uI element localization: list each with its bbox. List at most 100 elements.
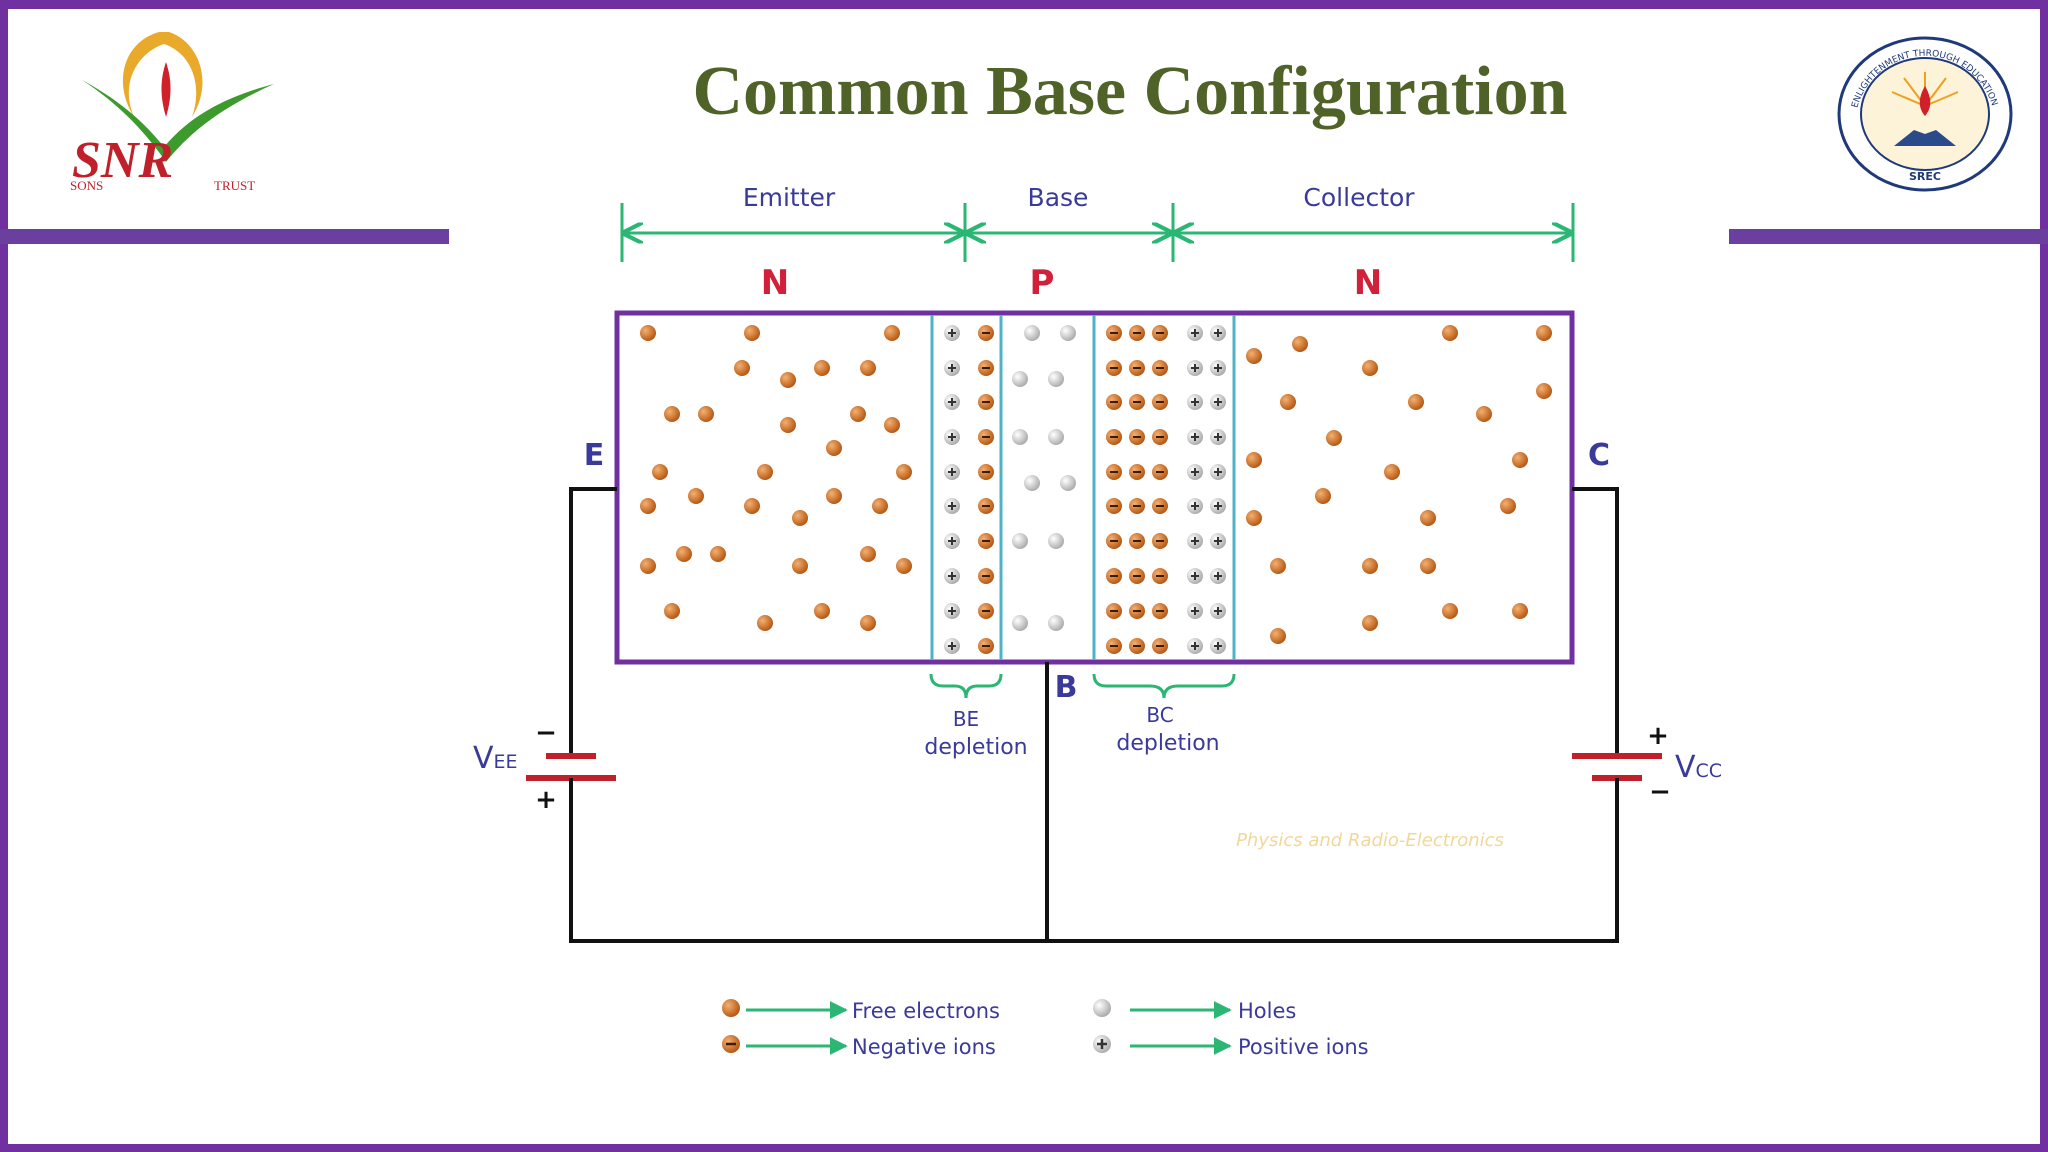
free-electron bbox=[1326, 430, 1342, 446]
free-electron-icon bbox=[722, 999, 740, 1017]
legend: Free electrons Negative ions Holes Posit… bbox=[722, 999, 1369, 1059]
be-depletion-label-line2: depletion bbox=[924, 735, 1027, 760]
watermark: Physics and Radio-Electronics bbox=[1236, 830, 1504, 851]
free-electron bbox=[698, 406, 714, 422]
carrier-particles bbox=[640, 325, 1552, 654]
legend-label-positive-ions: Positive ions bbox=[1238, 1035, 1369, 1059]
free-electron bbox=[792, 558, 808, 574]
bc-depletion-label-line1: BC bbox=[1146, 703, 1173, 727]
terminal-label-base: B bbox=[1055, 670, 1078, 705]
free-electron bbox=[1384, 464, 1400, 480]
hole bbox=[1012, 429, 1028, 445]
free-electron bbox=[780, 417, 796, 433]
free-electron bbox=[1420, 558, 1436, 574]
vee-label-sub: EE bbox=[494, 751, 518, 773]
hole bbox=[1012, 371, 1028, 387]
hole bbox=[1048, 371, 1064, 387]
vcc-label-sub: CC bbox=[1696, 760, 1723, 782]
free-electron bbox=[664, 406, 680, 422]
free-electron bbox=[814, 360, 830, 376]
hole bbox=[1048, 615, 1064, 631]
vee-battery bbox=[526, 740, 616, 800]
snr-logo-trust: TRUST bbox=[214, 178, 255, 192]
hole bbox=[1060, 325, 1076, 341]
free-electron bbox=[744, 325, 760, 341]
hole bbox=[1012, 533, 1028, 549]
snr-logo-flame bbox=[161, 62, 171, 117]
snr-logo-arc bbox=[122, 32, 203, 117]
return-wire bbox=[569, 800, 1619, 943]
hole bbox=[1024, 325, 1040, 341]
free-electron bbox=[1536, 383, 1552, 399]
free-electron bbox=[1442, 603, 1458, 619]
free-electron bbox=[814, 603, 830, 619]
free-electron bbox=[1270, 558, 1286, 574]
free-electron bbox=[1512, 452, 1528, 468]
be-depletion-label-line1: BE bbox=[953, 707, 979, 731]
free-electron bbox=[640, 558, 656, 574]
region-label-collector: Collector bbox=[1303, 183, 1415, 212]
snr-logo-leaves bbox=[82, 80, 274, 162]
free-electron bbox=[1420, 510, 1436, 526]
free-electron bbox=[757, 464, 773, 480]
terminal-label-emitter: E bbox=[584, 438, 605, 473]
be-depletion-brace bbox=[929, 673, 1003, 699]
free-electron bbox=[792, 510, 808, 526]
free-electron bbox=[1362, 615, 1378, 631]
header-bar-left bbox=[0, 229, 449, 244]
free-electron bbox=[884, 417, 900, 433]
free-electron bbox=[1500, 498, 1516, 514]
free-electron bbox=[896, 558, 912, 574]
srec-logo: ENLIGHTENMENT THROUGH EDUCATION SREC bbox=[1837, 36, 2013, 192]
collector-wire bbox=[1572, 487, 1619, 740]
hole bbox=[1060, 475, 1076, 491]
free-electron bbox=[1246, 452, 1262, 468]
vee-plus-sign: + bbox=[535, 785, 557, 815]
vcc-label-main: V bbox=[1675, 750, 1696, 785]
legend-label-free-electrons: Free electrons bbox=[852, 999, 1000, 1023]
free-electron bbox=[1246, 348, 1262, 364]
free-electron bbox=[780, 372, 796, 388]
free-electron bbox=[676, 546, 692, 562]
legend-label-negative-ions: Negative ions bbox=[852, 1035, 996, 1059]
free-electron bbox=[744, 498, 760, 514]
vcc-label: VCC bbox=[1675, 750, 1722, 785]
hole bbox=[1024, 475, 1040, 491]
hole bbox=[1048, 429, 1064, 445]
free-electron bbox=[1536, 325, 1552, 341]
free-electron bbox=[1292, 336, 1308, 352]
free-electron bbox=[872, 498, 888, 514]
free-electron bbox=[640, 498, 656, 514]
vcc-battery bbox=[1572, 740, 1662, 800]
page-title: Common Base Configuration bbox=[692, 53, 1568, 130]
bc-depletion-label-line2: depletion bbox=[1116, 731, 1219, 756]
free-electron bbox=[688, 488, 704, 504]
free-electron bbox=[652, 464, 668, 480]
snr-logo: SNR SONS TRUST bbox=[70, 32, 274, 192]
free-electron bbox=[850, 406, 866, 422]
free-electron bbox=[640, 325, 656, 341]
free-electron bbox=[896, 464, 912, 480]
free-electron bbox=[826, 440, 842, 456]
hole bbox=[1048, 533, 1064, 549]
snr-logo-text: SNR bbox=[72, 132, 173, 189]
vcc-minus-sign: − bbox=[1649, 777, 1671, 807]
free-electron bbox=[1315, 488, 1331, 504]
free-electron bbox=[1442, 325, 1458, 341]
srec-logo-flame bbox=[1919, 86, 1931, 116]
free-electron bbox=[710, 546, 726, 562]
emitter-wire bbox=[569, 487, 617, 740]
vee-label-main: V bbox=[473, 741, 494, 776]
vee-minus-sign: − bbox=[535, 718, 557, 748]
legend-label-holes: Holes bbox=[1238, 999, 1296, 1023]
free-electron bbox=[1270, 628, 1286, 644]
snr-logo-sons: SONS bbox=[70, 178, 103, 192]
region-label-emitter: Emitter bbox=[743, 183, 836, 212]
free-electron bbox=[884, 325, 900, 341]
free-electron bbox=[860, 546, 876, 562]
free-electron bbox=[664, 603, 680, 619]
free-electron bbox=[860, 615, 876, 631]
region-type-collector: N bbox=[1354, 263, 1382, 303]
